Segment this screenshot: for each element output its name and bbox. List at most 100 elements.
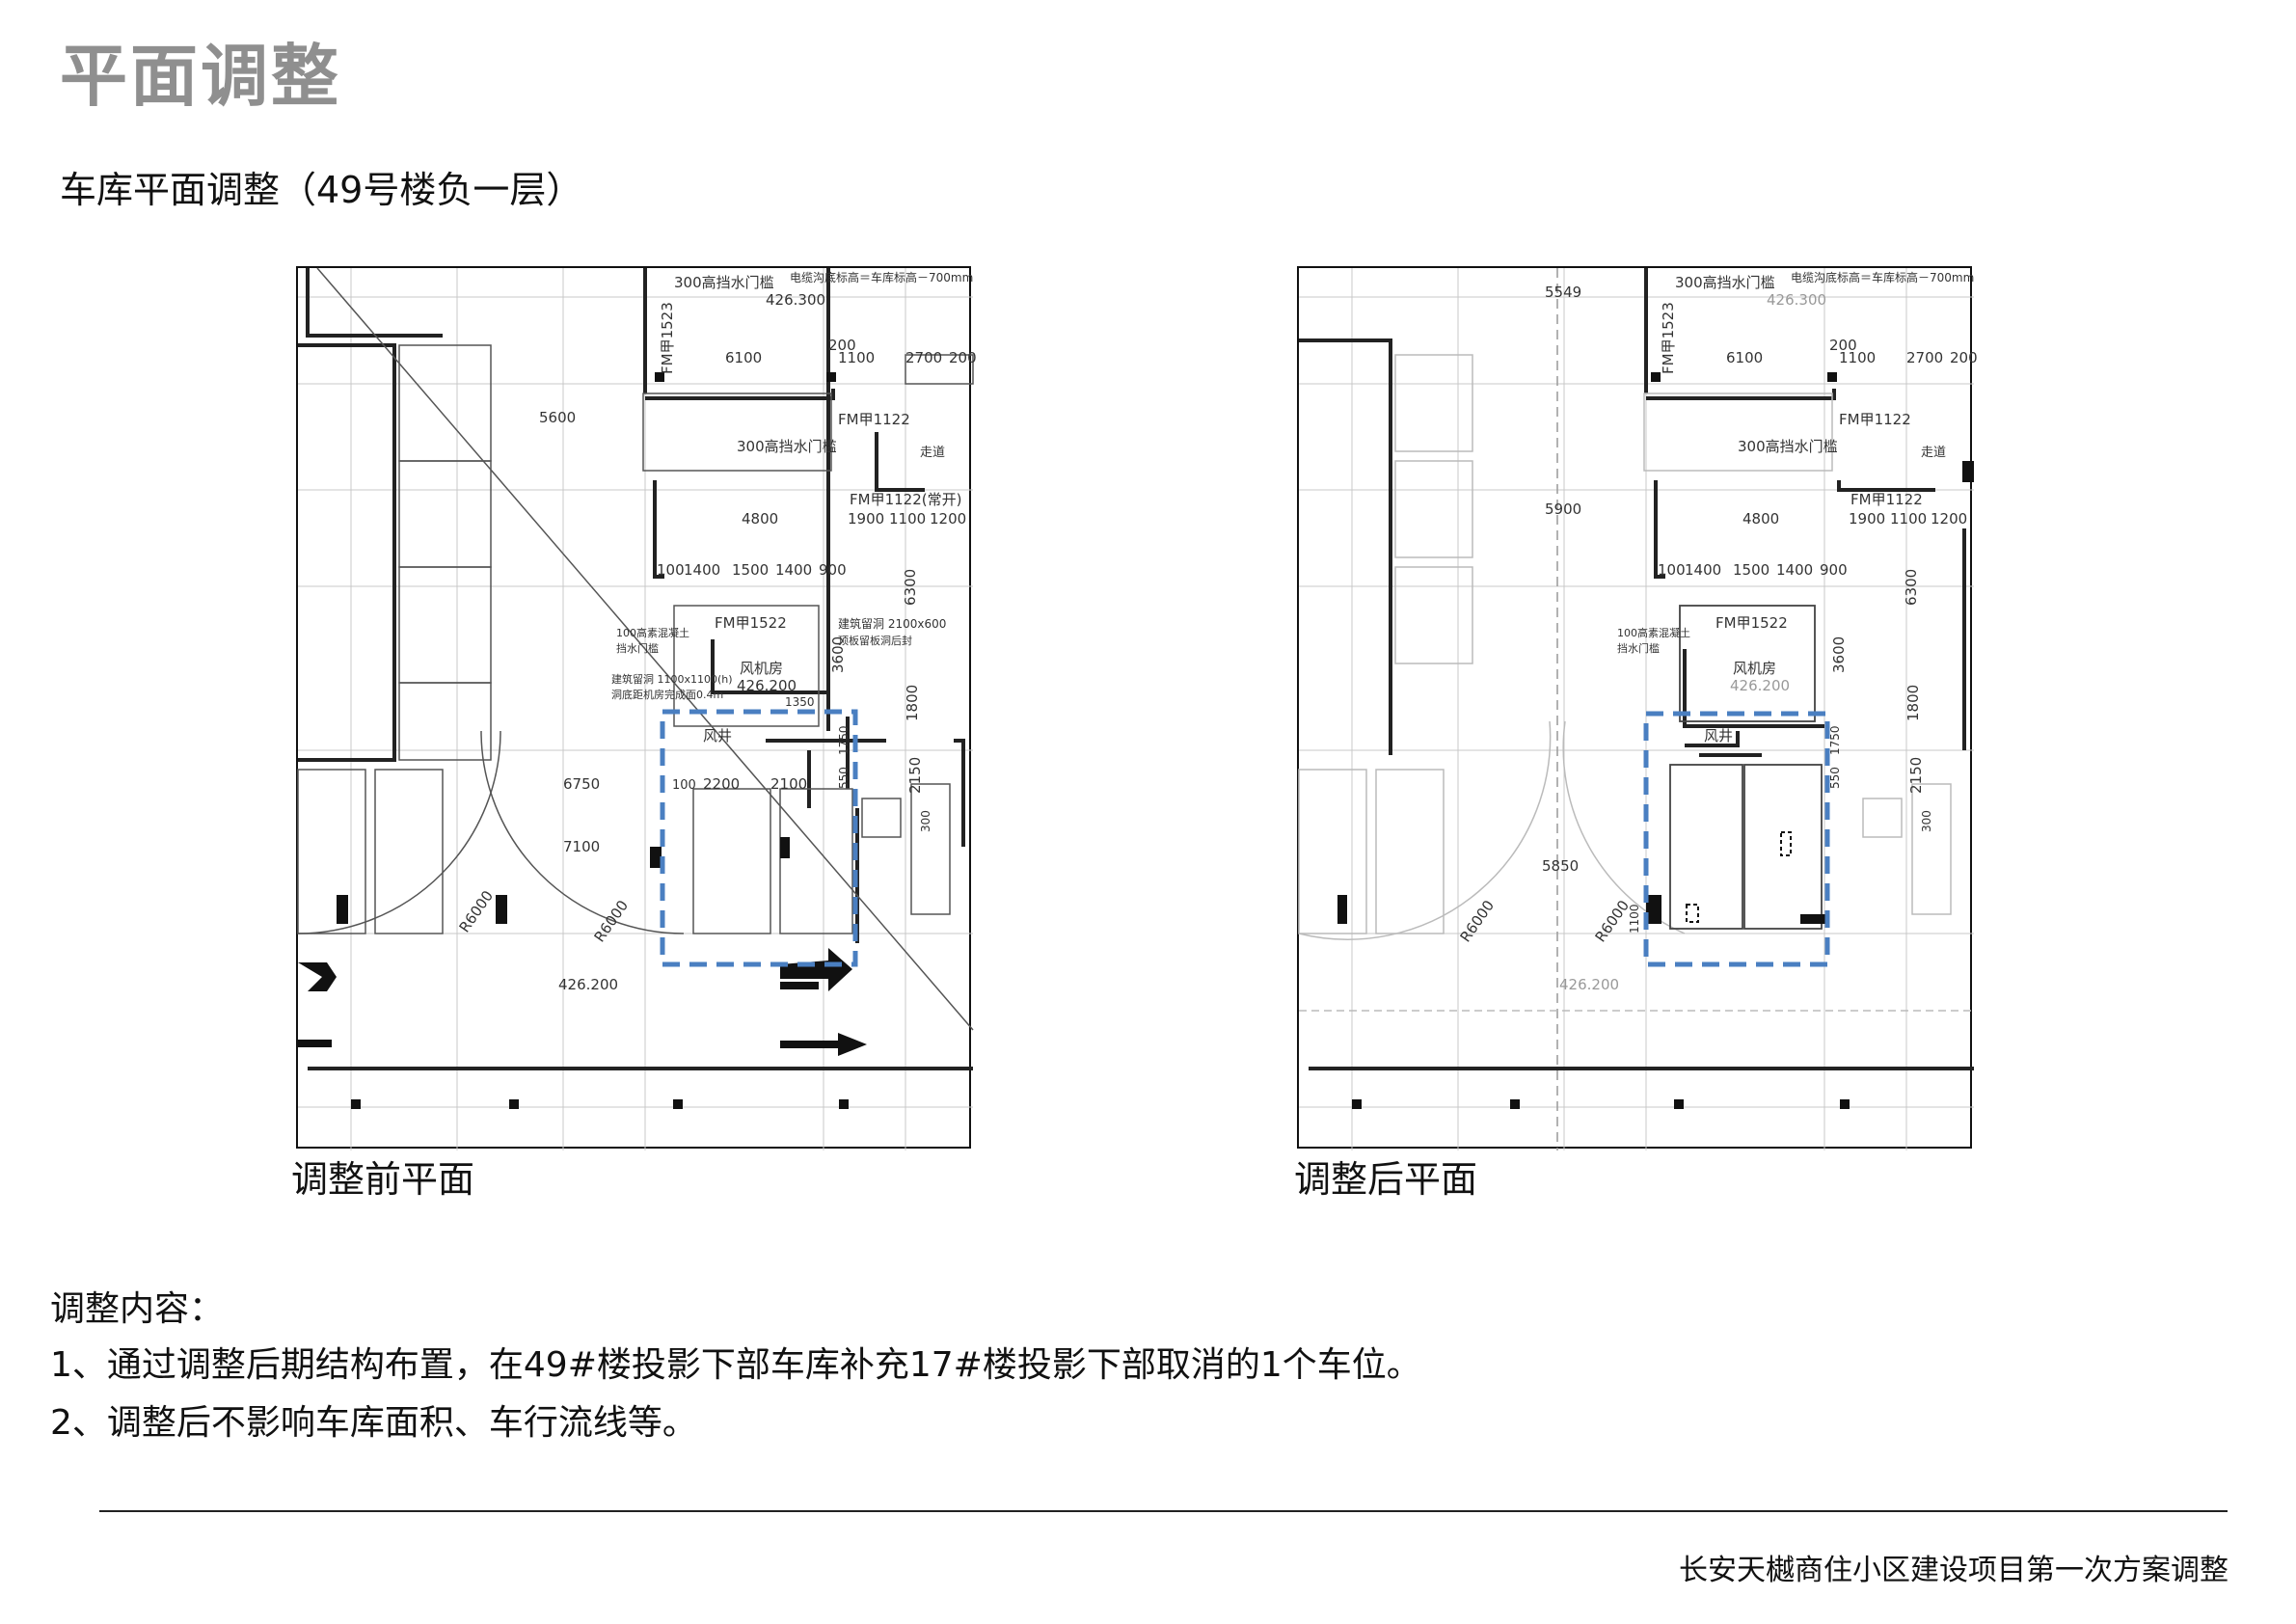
svg-text:100: 100 [672, 778, 696, 793]
highlight-box-before [660, 709, 858, 967]
svg-text:900: 900 [1820, 561, 1848, 579]
svg-text:100高素混凝土: 100高素混凝土 [1617, 626, 1690, 639]
svg-text:FM甲1122(常开): FM甲1122(常开) [850, 491, 961, 508]
svg-text:2700: 2700 [1906, 349, 1943, 366]
note-item-1: 1、通过调整后期结构布置，在49#楼投影下部车库补充17#楼投影下部取消的1个车… [50, 1345, 1421, 1385]
svg-text:7100: 7100 [563, 838, 600, 855]
svg-text:100: 100 [1658, 561, 1686, 579]
svg-text:1500: 1500 [732, 561, 769, 579]
svg-text:6300: 6300 [902, 569, 919, 606]
svg-text:1100: 1100 [889, 510, 926, 528]
svg-text:FM甲1523: FM甲1523 [1660, 302, 1677, 374]
highlight-box-after [1643, 711, 1830, 967]
svg-text:电缆沟底标高＝车库标高－700mm: 电缆沟底标高＝车库标高－700mm [790, 270, 973, 284]
svg-text:1900: 1900 [848, 510, 884, 528]
svg-text:1800: 1800 [1904, 685, 1922, 721]
svg-text:走道: 走道 [1921, 446, 1946, 460]
svg-text:R6000: R6000 [456, 887, 498, 935]
svg-text:300高挡水门槛: 300高挡水门槛 [1675, 274, 1775, 291]
footer-divider [99, 1510, 2228, 1512]
svg-text:FM甲1522: FM甲1522 [715, 614, 787, 632]
svg-text:300: 300 [1920, 810, 1933, 832]
svg-text:顶板留板洞后封: 顶板留板洞后封 [838, 634, 912, 647]
svg-text:FM甲1523: FM甲1523 [659, 302, 676, 374]
svg-text:300高挡水门槛: 300高挡水门槛 [737, 438, 837, 455]
svg-text:200: 200 [828, 337, 856, 354]
svg-text:1350: 1350 [785, 695, 815, 709]
svg-text:建筑留洞 2100x600: 建筑留洞 2100x600 [838, 616, 946, 631]
note-item-2: 2、调整后不影响车库面积、车行流线等。 [50, 1403, 697, 1443]
plan-before-svg: 300高挡水门槛 电缆沟底标高＝车库标高－700mm 426.300 FM甲15… [297, 267, 977, 1150]
notes-heading: 调整内容： [50, 1289, 225, 1329]
svg-text:3600: 3600 [1830, 636, 1848, 673]
svg-text:300: 300 [919, 810, 932, 832]
svg-text:200: 200 [949, 349, 977, 366]
svg-text:1900: 1900 [1849, 510, 1885, 528]
svg-text:1100: 1100 [838, 349, 875, 366]
svg-text:FM甲1122: FM甲1122 [1850, 491, 1923, 508]
svg-text:FM甲1122: FM甲1122 [838, 411, 910, 428]
svg-text:426.200: 426.200 [558, 976, 618, 993]
svg-text:FM甲1122: FM甲1122 [1839, 411, 1911, 428]
svg-text:1400: 1400 [1685, 561, 1721, 579]
svg-text:2700: 2700 [905, 349, 942, 366]
svg-text:2150: 2150 [1907, 757, 1925, 794]
svg-text:FM甲1522: FM甲1522 [1715, 614, 1788, 632]
footer-project-name: 长安天樾商住小区建设项目第一次方案调整 [1679, 1554, 2228, 1587]
svg-text:1200: 1200 [930, 510, 966, 528]
svg-text:3600: 3600 [829, 636, 847, 673]
svg-text:1750: 1750 [1828, 725, 1842, 755]
svg-text:1100: 1100 [1628, 904, 1641, 934]
svg-text:100: 100 [657, 561, 685, 579]
svg-text:5600: 5600 [539, 409, 576, 426]
plan-after-svg: 5549 300高挡水门槛 电缆沟底标高＝车库标高－700mm 426.300 … [1298, 268, 1978, 1150]
svg-text:426.200: 426.200 [1730, 677, 1790, 694]
svg-text:6750: 6750 [563, 775, 600, 793]
svg-text:风机房: 风机房 [1733, 660, 1776, 677]
svg-text:风机房: 风机房 [740, 660, 783, 677]
svg-text:风井: 风井 [1704, 727, 1733, 744]
svg-text:200: 200 [1950, 349, 1978, 366]
svg-text:走道: 走道 [920, 446, 945, 460]
svg-text:R6000: R6000 [1592, 897, 1634, 945]
caption-before: 调整前平面 [291, 1158, 475, 1201]
svg-text:5850: 5850 [1542, 857, 1579, 875]
svg-text:550: 550 [1828, 767, 1842, 789]
svg-text:R6000: R6000 [591, 897, 633, 945]
svg-text:550: 550 [837, 767, 851, 789]
svg-text:6100: 6100 [1726, 349, 1763, 366]
svg-text:1800: 1800 [904, 685, 921, 721]
caption-after: 调整后平面 [1294, 1158, 1478, 1201]
svg-text:4800: 4800 [1742, 510, 1779, 528]
svg-text:6300: 6300 [1903, 569, 1920, 606]
page-title: 平面调整 [60, 37, 341, 116]
svg-text:300高挡水门槛: 300高挡水门槛 [1738, 438, 1838, 455]
plan-after-drawing: 5549 300高挡水门槛 电缆沟底标高＝车库标高－700mm 426.300 … [1297, 266, 1978, 1150]
page-subtitle: 车库平面调整（49号楼负一层） [60, 169, 583, 211]
svg-text:6100: 6100 [725, 349, 762, 366]
svg-text:建筑留洞 1100x1100(h): 建筑留洞 1100x1100(h) [611, 672, 733, 686]
svg-text:1200: 1200 [1931, 510, 1967, 528]
svg-text:5549: 5549 [1545, 284, 1581, 301]
plan-before-drawing: 300高挡水门槛 电缆沟底标高＝车库标高－700mm 426.300 FM甲15… [296, 266, 977, 1150]
svg-text:200: 200 [1829, 337, 1857, 354]
svg-text:洞底距机房完成面0.4m: 洞底距机房完成面0.4m [611, 688, 723, 701]
svg-text:挡水门槛: 挡水门槛 [1617, 641, 1660, 655]
svg-text:4800: 4800 [742, 510, 778, 528]
svg-text:1400: 1400 [1776, 561, 1813, 579]
svg-text:426.200: 426.200 [737, 677, 797, 694]
svg-text:电缆沟底标高＝车库标高－700mm: 电缆沟底标高＝车库标高－700mm [1791, 270, 1974, 284]
svg-text:100高素混凝土: 100高素混凝土 [616, 626, 689, 639]
svg-text:426.200: 426.200 [1559, 976, 1619, 993]
svg-text:1100: 1100 [1890, 510, 1927, 528]
svg-text:挡水门槛: 挡水门槛 [616, 641, 659, 655]
svg-text:426.300: 426.300 [766, 291, 825, 309]
svg-text:1400: 1400 [684, 561, 720, 579]
svg-text:1500: 1500 [1733, 561, 1769, 579]
svg-text:2200: 2200 [703, 775, 740, 793]
svg-text:1100: 1100 [1839, 349, 1876, 366]
svg-text:1750: 1750 [837, 725, 851, 755]
svg-text:5900: 5900 [1545, 501, 1581, 518]
svg-text:426.300: 426.300 [1767, 291, 1826, 309]
svg-text:风井: 风井 [703, 727, 732, 744]
